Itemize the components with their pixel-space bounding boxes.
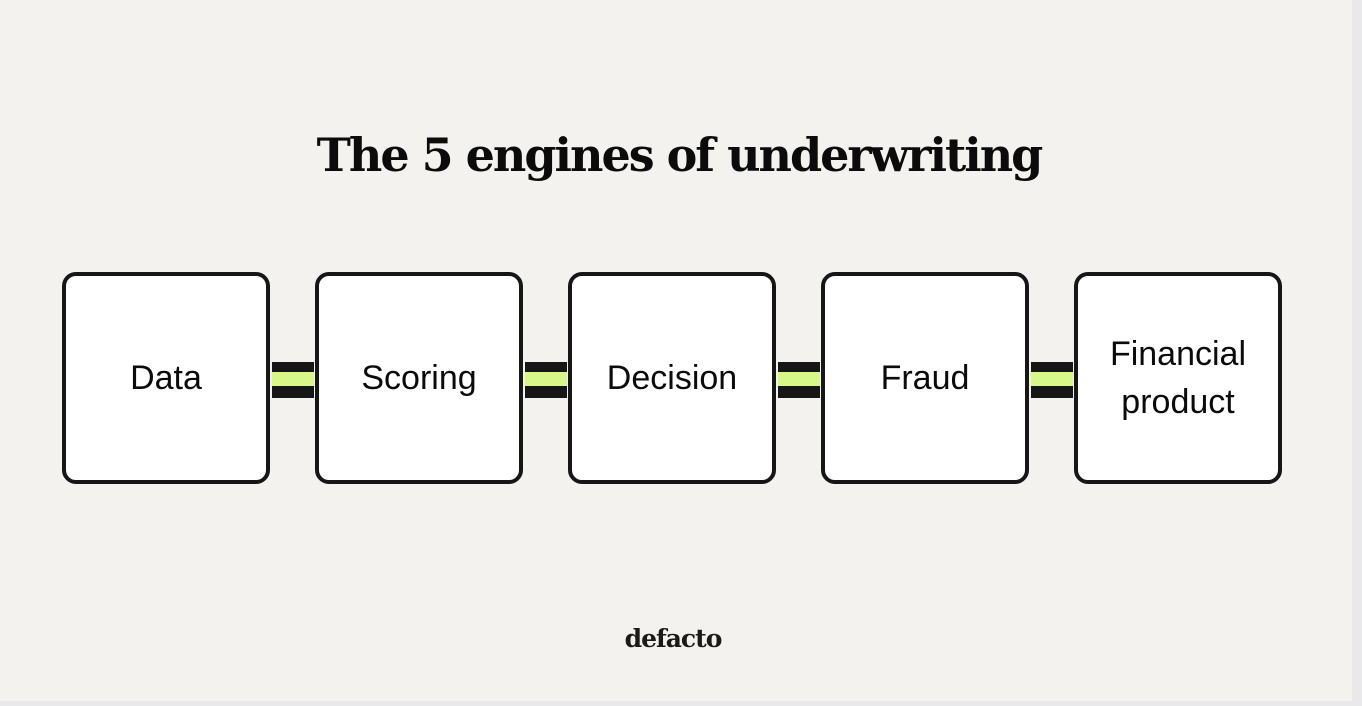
brand-logo: defacto bbox=[624, 624, 723, 653]
engine-box-data: Data bbox=[62, 272, 270, 484]
connector bbox=[525, 362, 567, 398]
slide-title: The 5 engines of underwriting bbox=[316, 128, 1044, 182]
engine-box-decision: Decision bbox=[568, 272, 776, 484]
engine-label: Financial product bbox=[1109, 335, 1247, 421]
engine-box-scoring: Scoring bbox=[315, 272, 523, 484]
connector bbox=[778, 362, 820, 398]
engine-label: Decision bbox=[606, 359, 738, 397]
engine-box-fraud: Fraud bbox=[821, 272, 1029, 484]
engine-box-financial-product: Financial product bbox=[1074, 272, 1282, 484]
engine-label: Data bbox=[130, 359, 202, 397]
engine-label: Scoring bbox=[361, 359, 477, 397]
connector bbox=[272, 362, 314, 398]
engine-label: Fraud bbox=[880, 359, 970, 397]
connector bbox=[1031, 362, 1073, 398]
